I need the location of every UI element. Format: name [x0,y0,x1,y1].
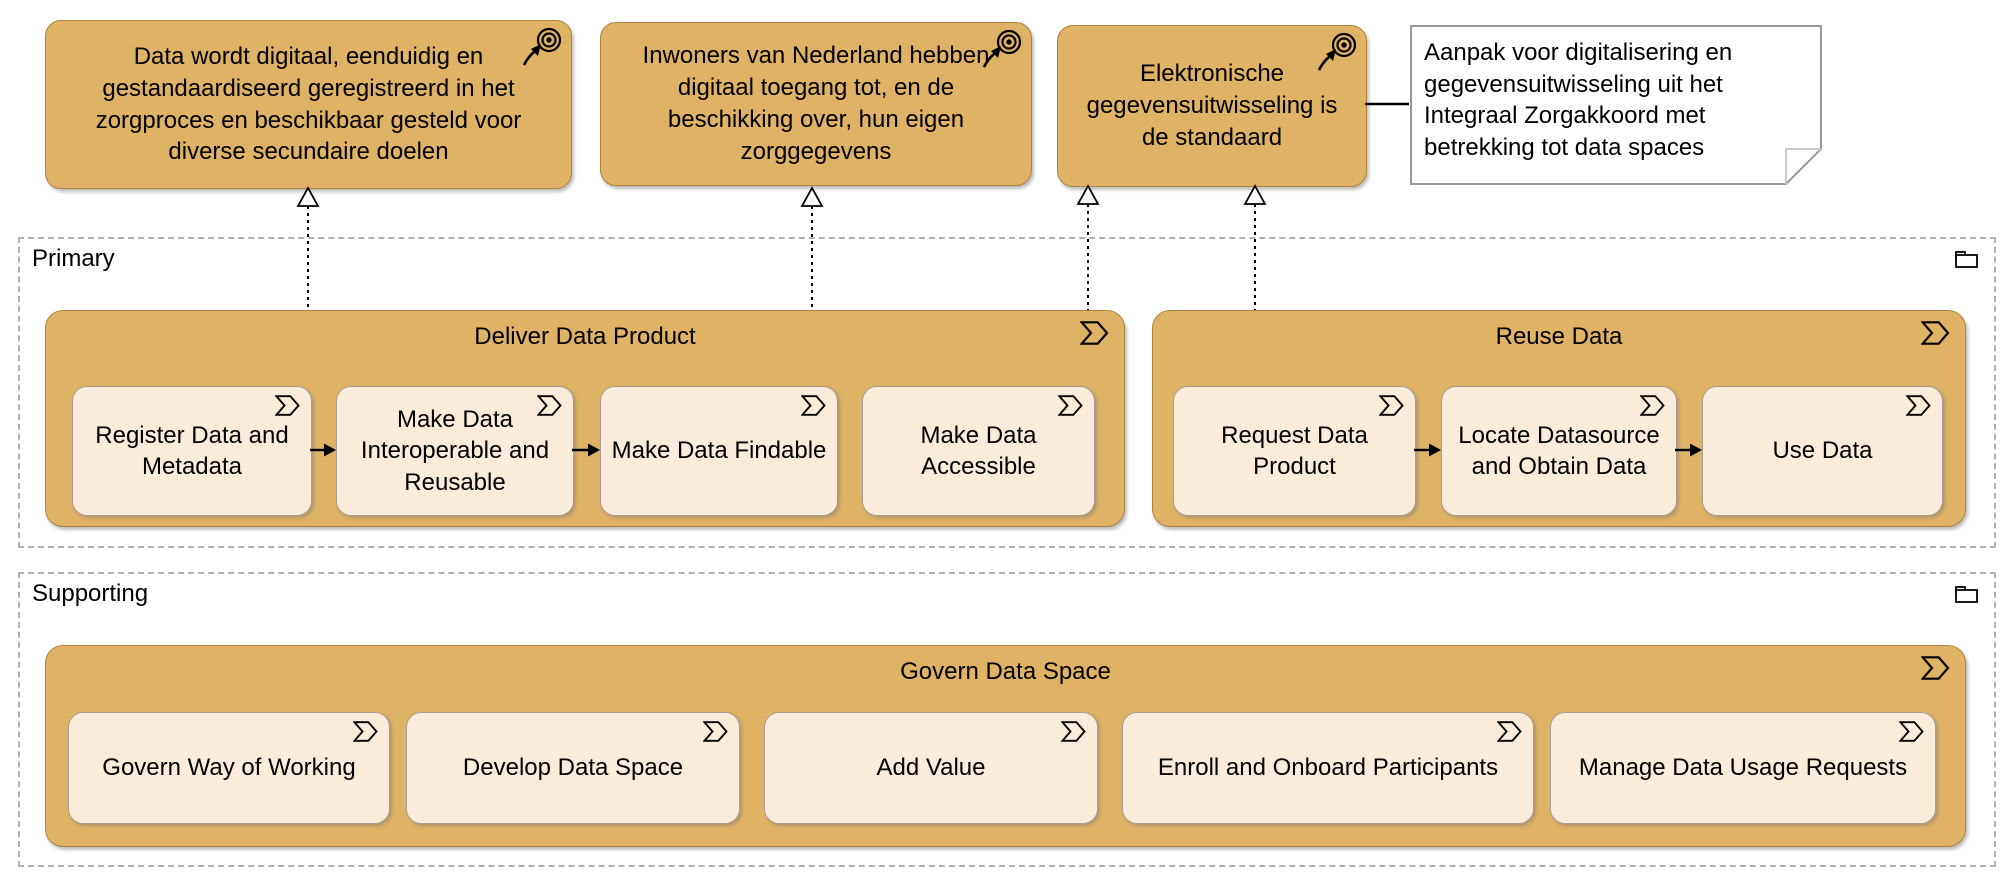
subprocess-manage-data-usage-requests: Manage Data Usage Requests [1550,712,1936,824]
group-supporting: Supporting [18,572,1996,867]
subprocess-label: Locate Datasource and Obtain Data [1458,421,1660,480]
outcome-elektronische-standaard: Elektronische gegevensuitwisseling is de… [1057,25,1367,187]
outcome-target-icon [1317,32,1357,71]
outcome-target-icon [522,27,562,66]
process-title: Reuse Data [1495,323,1623,350]
outcome-label: Inwoners van Nederland hebben digitaal t… [642,42,990,165]
outcome-inwoners-toegang: Inwoners van Nederland hebben digitaal t… [600,22,1032,186]
process-chevron-icon [353,721,378,742]
subprocess-make-data-interoperable: Make Data Interoperable and Reusable [336,386,574,516]
realization-arrowhead [1076,184,1100,205]
note-shape [1410,25,1822,185]
subprocess-make-data-accessible: Make Data Accessible [862,386,1095,516]
process-chevron-icon [537,395,562,416]
outcome-label: Elektronische gegevensuitwisseling is de… [1086,60,1338,151]
process-chevron-icon [1921,321,1950,345]
subprocess-locate-datasource: Locate Datasource and Obtain Data [1441,386,1677,516]
note-text: Aanpak voor digitalisering en gegevensui… [1424,39,1733,162]
group-supporting-label: Supporting [32,580,149,607]
folder-icon [1955,586,1978,603]
subprocess-label: Register Data and Metadata [95,421,289,480]
realization-arrowhead [800,186,824,207]
outcome-target-icon [982,29,1022,68]
outcome-label: Data wordt digitaal, eenduidig en gestan… [95,42,522,166]
process-chevron-icon [275,395,300,416]
process-chevron-icon [1080,321,1109,345]
subprocess-request-data-product: Request Data Product [1173,386,1416,516]
process-title: Deliver Data Product [474,323,696,350]
subprocess-label: Request Data Product [1221,421,1368,480]
subprocess-label: Make Data Interoperable and Reusable [360,406,550,496]
subprocess-label: Govern Way of Working [102,754,356,782]
subprocess-register-data-and-metadata: Register Data and Metadata [72,386,312,516]
subprocess-label: Enroll and Onboard Participants [1157,754,1499,782]
subprocess-enroll-onboard-participants: Enroll and Onboard Participants [1122,712,1534,824]
subprocess-label: Add Value [876,754,986,782]
process-chevron-icon [1497,721,1522,742]
subprocess-label: Make Data Findable [611,437,827,465]
process-chevron-icon [1921,656,1950,680]
realization-arrowhead [296,186,320,207]
subprocess-govern-way-of-working: Govern Way of Working [68,712,390,824]
process-title: Govern Data Space [900,658,1111,685]
process-chevron-icon [1058,395,1083,416]
subprocess-use-data: Use Data [1702,386,1943,516]
process-chevron-icon [1061,721,1086,742]
note-annotation: Aanpak voor digitalisering en gegevensui… [1410,25,1822,185]
process-chevron-icon [801,395,826,416]
process-chevron-icon [1379,395,1404,416]
subprocess-develop-data-space: Develop Data Space [406,712,740,824]
subprocess-label: Use Data [1772,437,1873,465]
process-chevron-icon [1906,395,1931,416]
group-primary: Primary [18,237,1996,548]
process-chevron-icon [1899,721,1924,742]
group-primary-label: Primary [32,245,115,272]
folder-icon [1955,251,1978,268]
subprocess-label: Manage Data Usage Requests [1578,754,1908,782]
subprocess-make-data-findable: Make Data Findable [600,386,838,516]
subprocess-label: Develop Data Space [462,754,684,782]
outcome-data-digitaal: Data wordt digitaal, eenduidig en gestan… [45,20,572,189]
process-chevron-icon [1640,395,1665,416]
realization-arrowhead [1243,184,1267,205]
process-chevron-icon [703,721,728,742]
subprocess-label: Make Data Accessible [920,421,1037,480]
subprocess-add-value: Add Value [764,712,1098,824]
